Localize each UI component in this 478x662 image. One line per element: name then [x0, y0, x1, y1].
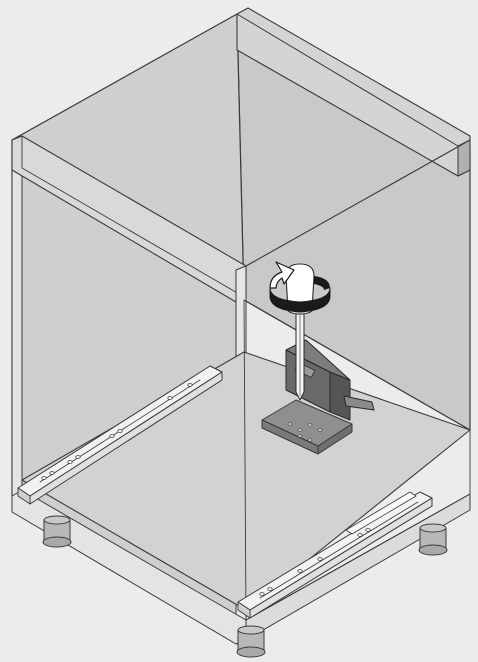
leg-right [418, 523, 448, 556]
right-runner-holes [259, 528, 371, 596]
cabinet-legs [42, 515, 448, 658]
leg-left [42, 515, 72, 548]
left-runner-holes [41, 383, 193, 480]
right-drawer-runner [237, 491, 433, 619]
jig-holes [287, 422, 323, 442]
left-drawer-runner [17, 365, 223, 505]
jig-latch [343, 395, 375, 411]
rotation-arrow-icon [269, 261, 331, 313]
leg-front [236, 625, 266, 658]
top-rail [236, 7, 471, 177]
